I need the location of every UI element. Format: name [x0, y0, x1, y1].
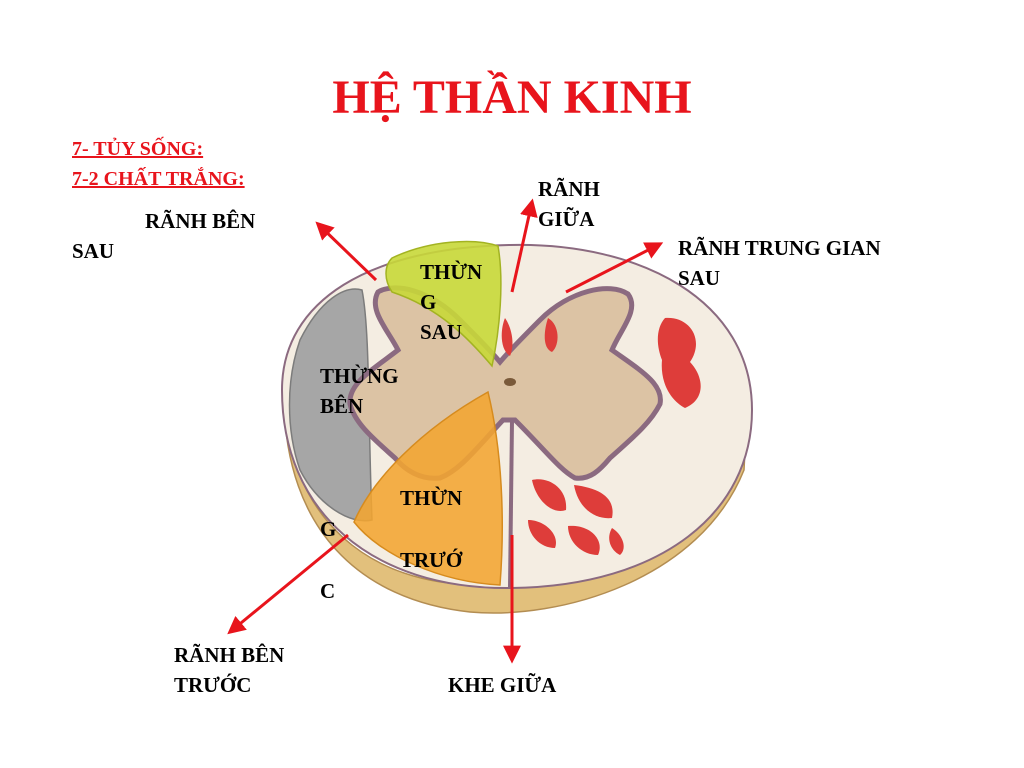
arrow-ranh-trung-gian-sau — [565, 242, 664, 294]
label-ranh-trung-gian-sau-1: RÃNH TRUNG GIAN — [678, 236, 881, 260]
arrow-ranh-giua — [510, 198, 538, 293]
label-ranh-ben-sau-2: SAU — [72, 239, 115, 263]
anterior-median-fissure — [508, 419, 514, 589]
label-thung-sau-1: THỪN — [420, 260, 483, 284]
tract-anterior-1 — [528, 520, 556, 548]
label-thung-ben-1: THỪNG — [320, 364, 399, 388]
label-ranh-giua-2: GIỮA — [538, 207, 595, 231]
label-thung-ben-2: BÊN — [320, 394, 364, 418]
label-thung-truoc-2: G — [320, 517, 337, 541]
label-ranh-ben-truoc-2: TRƯỚC — [174, 673, 252, 697]
label-ranh-giua-1: RÃNH — [538, 177, 600, 201]
label-thung-truoc-3: TRƯỚ — [400, 548, 463, 572]
label-ranh-trung-gian-sau-2: SAU — [678, 266, 721, 290]
label-ranh-ben-sau-1: RÃNH BÊN — [145, 209, 256, 233]
tract-anterior-3 — [609, 528, 624, 555]
subtitle-line-2: 7-2 CHẤT TRẮNG: — [72, 168, 245, 190]
tract-posterior-2 — [544, 318, 558, 352]
subtitle-line-1: 7- TỦY SỐNG: — [72, 138, 204, 160]
label-thung-sau-3: SAU — [420, 320, 463, 344]
label-khe-giua: KHE GIỮA — [448, 673, 557, 697]
label-ranh-ben-truoc-1: RÃNH BÊN — [174, 643, 285, 667]
central-canal — [504, 378, 516, 386]
label-thung-truoc-1: THỪN — [400, 486, 463, 510]
page-title: HỆ THẦN KINH — [332, 71, 692, 124]
tract-posterior-1 — [501, 318, 513, 356]
label-thung-truoc-4: C — [320, 579, 336, 603]
tract-lateral-1 — [657, 317, 701, 408]
arrow-ranh-ben-sau — [315, 221, 378, 282]
tract-anterior-2 — [568, 525, 600, 555]
anterior-funiculus — [353, 390, 504, 586]
arrow-ranh-ben-truoc — [227, 533, 349, 635]
posterior-funiculus — [385, 240, 502, 368]
label-thung-sau-2: G — [420, 290, 437, 314]
tract-lateral-3 — [574, 485, 613, 519]
tract-lateral-2 — [532, 479, 567, 511]
